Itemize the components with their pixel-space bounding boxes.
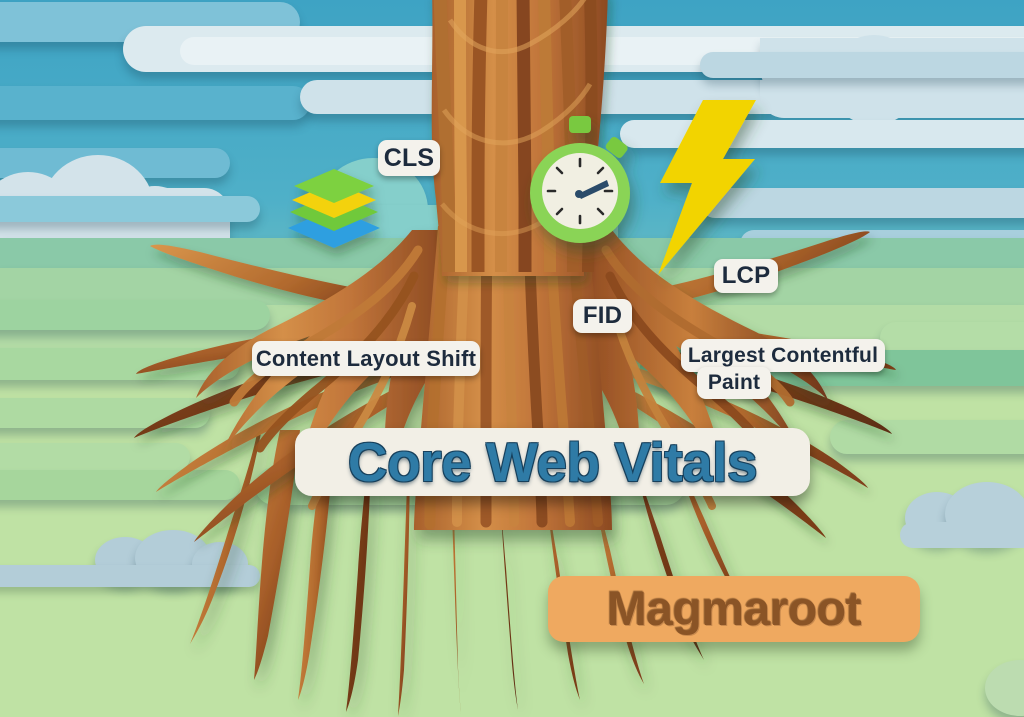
stopwatch-icon: [530, 116, 630, 243]
label-cls-text: CLS: [383, 143, 435, 172]
label-paint-text: Paint: [707, 371, 761, 394]
sky-band: [0, 196, 260, 222]
ground-strip: [0, 300, 270, 330]
label-fid-text: FID: [582, 302, 623, 329]
magmaroot-brand-banner[interactable]: Magmaroot: [548, 576, 920, 642]
magmaroot-brand-text: Magmaroot: [606, 582, 862, 636]
label-content-layout-shift[interactable]: Content Layout Shift: [252, 341, 480, 376]
label-paint[interactable]: Paint: [697, 367, 771, 399]
sky-band: [0, 86, 310, 120]
sky-band: [700, 52, 1024, 78]
label-largest-contentful-text: Largest Contentful: [687, 343, 879, 367]
ground-strip: [880, 322, 1024, 354]
core-web-vitals-banner[interactable]: Core Web Vitals: [295, 428, 810, 496]
sky-band: [700, 188, 1024, 218]
cloud-base: [760, 80, 1024, 118]
cloud-band: [900, 522, 1024, 548]
stacked-layers-icon: [288, 169, 380, 248]
ground-strip: [830, 420, 1024, 454]
core-web-vitals-title: Core Web Vitals: [347, 431, 758, 493]
label-lcp[interactable]: LCP: [714, 259, 778, 293]
ground-strip: [0, 443, 190, 471]
ground-strip: [0, 470, 240, 500]
label-fid[interactable]: FID: [573, 299, 632, 333]
label-largest-contentful[interactable]: Largest Contentful: [681, 339, 885, 372]
label-content-layout-shift-text: Content Layout Shift: [255, 345, 477, 371]
label-cls[interactable]: CLS: [378, 140, 440, 176]
cloud-band: [0, 565, 260, 587]
lightning-bolt-icon: [658, 100, 756, 275]
label-lcp-text: LCP: [721, 262, 771, 289]
